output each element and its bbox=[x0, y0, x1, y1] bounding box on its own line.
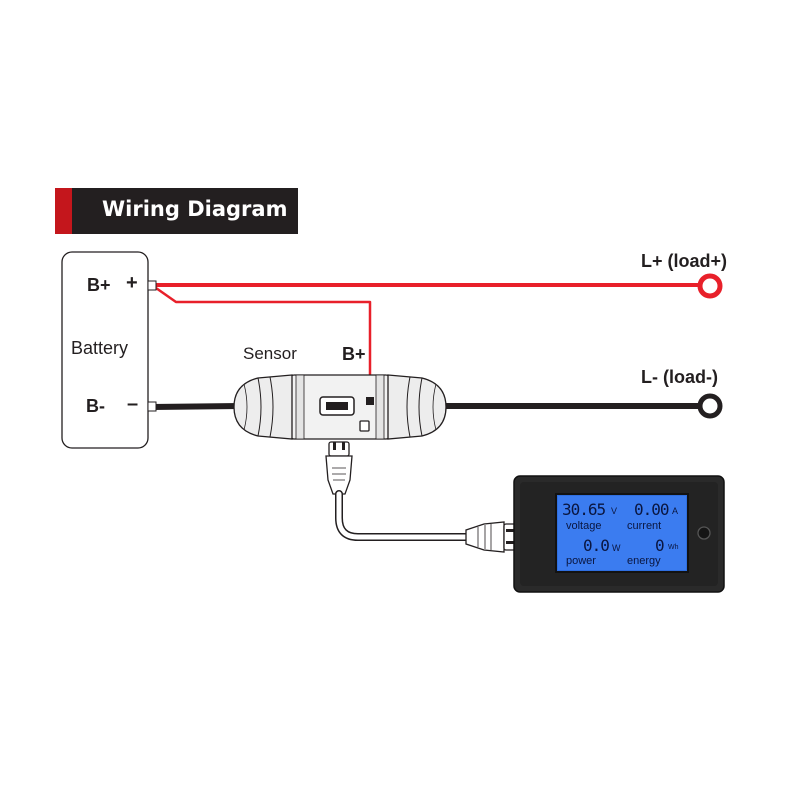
lcd-energy-label: energy bbox=[627, 555, 661, 567]
lcd-current-value: 0.00 bbox=[634, 500, 670, 519]
negative-terminal bbox=[147, 401, 157, 412]
sensor-positive-lead bbox=[155, 286, 372, 398]
lcd-current-label: current bbox=[627, 520, 662, 532]
positive-terminal bbox=[147, 280, 157, 291]
battery-box bbox=[61, 251, 149, 449]
diagram-title: Wiring Diagram bbox=[102, 197, 288, 221]
battery-negative-sign: – bbox=[127, 393, 139, 415]
battery-positive-terminal-label: B+ bbox=[87, 275, 111, 295]
lcd-voltage-value: 30.65 bbox=[562, 500, 606, 519]
usb-cable bbox=[325, 441, 518, 553]
negative-wire-in bbox=[149, 403, 243, 410]
load-negative-label: L- (load-) bbox=[641, 367, 718, 387]
title-bar bbox=[55, 188, 298, 234]
lcd-voltage-unit: V bbox=[611, 506, 618, 516]
title-accent bbox=[55, 188, 72, 234]
lcd-power-unit: W bbox=[612, 543, 621, 553]
lcd-energy-unit: Wh bbox=[668, 544, 679, 551]
lcd-voltage-label: voltage bbox=[566, 520, 602, 532]
load-positive-ring bbox=[697, 273, 723, 299]
sensor-module bbox=[233, 374, 447, 440]
lcd-current-unit: A bbox=[672, 506, 679, 516]
lcd-energy-value: 0 bbox=[655, 536, 665, 555]
battery-label: Battery bbox=[71, 338, 129, 358]
lcd-power-value: 0.0 bbox=[583, 536, 610, 555]
power-meter bbox=[513, 475, 725, 593]
battery-negative-terminal-label: B- bbox=[86, 396, 105, 416]
battery-positive-sign: + bbox=[126, 272, 138, 294]
load-positive-label: L+ (load+) bbox=[641, 251, 728, 271]
sensor-input-label: B+ bbox=[342, 344, 366, 364]
lcd-power-label: power bbox=[566, 555, 596, 567]
sensor-label: Sensor bbox=[243, 344, 297, 363]
meter-button[interactable] bbox=[697, 526, 711, 540]
load-negative-ring bbox=[697, 393, 723, 419]
